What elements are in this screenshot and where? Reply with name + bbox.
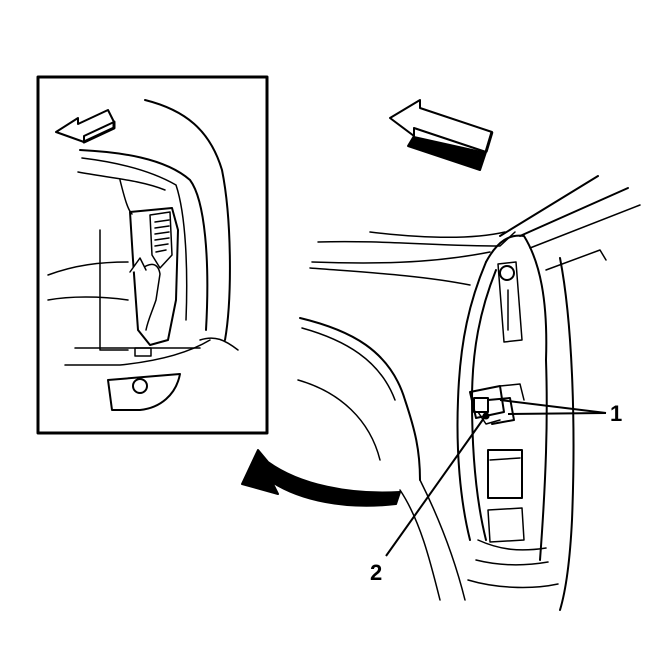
- upper-hinge-bolt: [499, 265, 515, 281]
- inset-detail-view: [36, 75, 269, 435]
- main-direction-arrow: [389, 99, 494, 171]
- door-panel-curve: [299, 317, 421, 481]
- inset-bracket-hole: [132, 378, 148, 394]
- callout-leaders: [385, 399, 607, 557]
- callout-label-2: 2: [370, 560, 382, 585]
- inset-bracket: [107, 373, 181, 411]
- a-pillar: [499, 175, 599, 237]
- callout-label-1: 1: [610, 401, 622, 426]
- inset-door-outline: [144, 99, 231, 341]
- door-hinge: [469, 383, 525, 425]
- door-opening-edge: [456, 261, 487, 541]
- inset-hinge-hatch: [154, 219, 170, 253]
- leader-1a: [499, 399, 607, 414]
- inset-small-arrow: [129, 257, 147, 273]
- inset-direction-arrow: [55, 109, 116, 144]
- curved-transfer-arrow: [241, 449, 401, 507]
- leader-1b: [507, 412, 607, 415]
- main-vehicle-view: [297, 175, 641, 611]
- inset-frame: [36, 75, 269, 435]
- leader-2: [385, 417, 485, 557]
- inset-pillar: [129, 207, 179, 346]
